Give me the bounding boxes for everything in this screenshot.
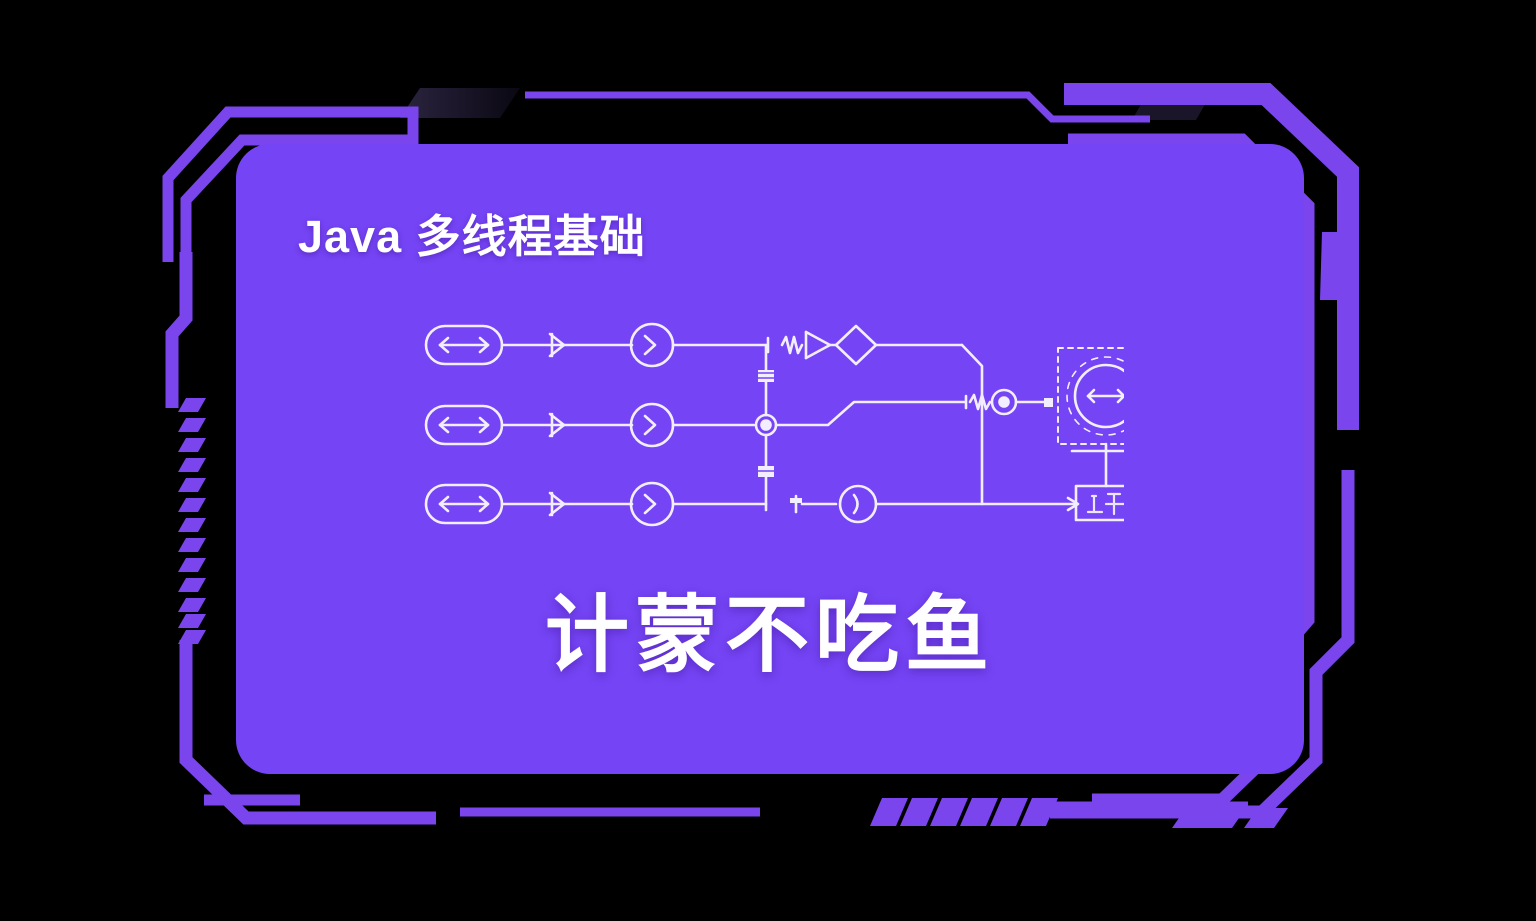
thread-schematic-diagram	[424, 322, 1124, 527]
top-accent-line	[525, 91, 1150, 123]
content-panel: Java 多线程基础	[236, 144, 1304, 774]
thread-row-1	[424, 322, 984, 506]
headline-text: 计蒙不吃鱼	[544, 588, 995, 682]
left-rail-upper	[165, 252, 193, 408]
bottom-right-slash-marks	[1172, 808, 1288, 828]
bottom-slash-marks	[870, 798, 1058, 826]
thread-row-3	[424, 481, 1080, 527]
right-notch-block	[1320, 232, 1340, 300]
result-box-label	[1086, 492, 1124, 516]
thread-row-2	[424, 388, 1053, 448]
sync-module	[1057, 347, 1124, 488]
left-dash-column	[178, 398, 206, 644]
page-title: Java 多线程基础	[298, 211, 646, 262]
result-box	[1074, 484, 1124, 522]
top-dark-accent	[400, 88, 520, 118]
top-dark-accent-2	[1132, 92, 1212, 120]
schematic-bus	[755, 343, 777, 512]
